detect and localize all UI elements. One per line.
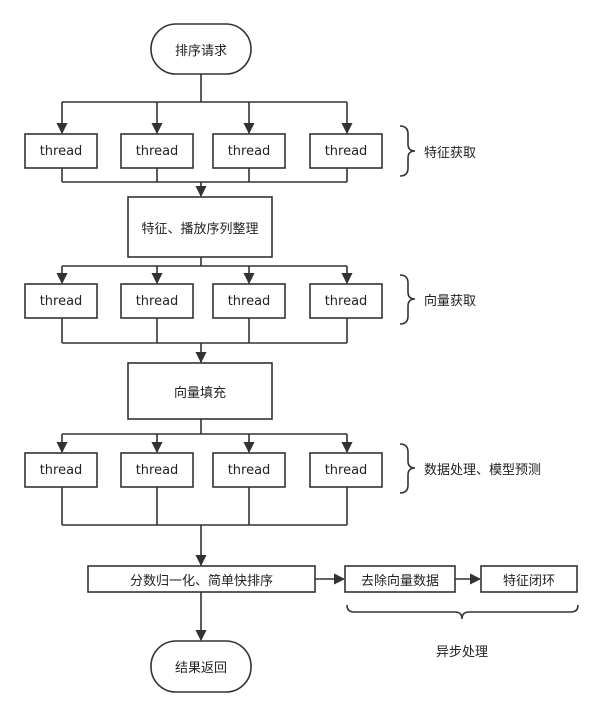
brace: [399, 125, 416, 177]
thread-box: [120, 283, 194, 319]
merge-step-label: 特征、播放序列整理: [141, 221, 259, 237]
thread-label: thread: [39, 293, 83, 309]
thread-box: [24, 452, 98, 488]
thread-label: thread: [324, 143, 368, 159]
thread-box: [212, 452, 286, 488]
async-step-label: 特征闭环: [502, 573, 555, 589]
process-box: [127, 196, 273, 258]
thread-box: [24, 133, 98, 169]
thread-label: thread: [324, 462, 368, 478]
thread-label: thread: [135, 143, 179, 159]
merge-step-label: 向量填充: [173, 385, 226, 401]
async-step-label: 去除向量数据: [360, 573, 439, 589]
start-label: 排序请求: [174, 43, 227, 59]
end-label: 结果返回: [174, 661, 227, 676]
thread-box: [24, 283, 98, 319]
thread-box: [309, 133, 383, 169]
thread-box: [120, 452, 194, 488]
brace: [399, 274, 416, 325]
brace: [346, 604, 579, 620]
brace-label-feature: 特征获取: [424, 145, 477, 161]
thread-label: thread: [135, 293, 179, 309]
thread-box: [309, 452, 383, 488]
process-box: [127, 362, 273, 420]
async-label: 异步处理: [435, 644, 488, 660]
end-node: [150, 640, 252, 693]
normalize-label: 分数归一化、简单快排序: [129, 573, 273, 589]
brace: [399, 443, 416, 494]
brace-label-vector: 向量获取: [424, 293, 477, 309]
thread-label: thread: [135, 462, 179, 478]
thread-label: thread: [324, 293, 368, 309]
thread-label: thread: [39, 143, 83, 159]
thread-label: thread: [39, 462, 83, 478]
thread-label: thread: [227, 143, 271, 159]
thread-label: thread: [227, 462, 271, 478]
brace-label-model: 数据处理、模型预测: [424, 462, 542, 478]
thread-label: thread: [227, 293, 271, 309]
thread-box: [309, 283, 383, 319]
process-box: [480, 565, 578, 593]
